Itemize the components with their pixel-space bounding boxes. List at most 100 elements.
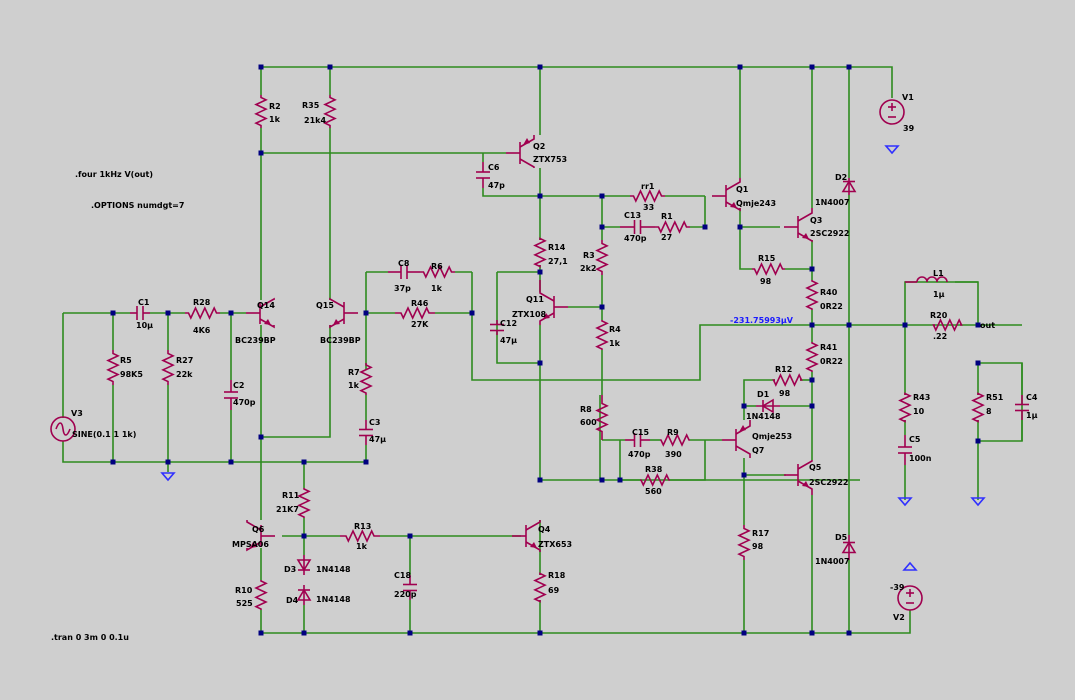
capacitor-c5[interactable] <box>898 435 912 465</box>
resistor-r38[interactable] <box>640 473 670 487</box>
resistor-r2[interactable] <box>254 95 268 128</box>
ref-rr1: rr1 <box>641 182 655 191</box>
inductor-l1[interactable] <box>905 276 948 283</box>
transistor-q14[interactable] <box>246 297 275 329</box>
ref-r2: R2 <box>269 102 281 111</box>
ref-c5: C5 <box>909 435 921 444</box>
resistor-r15[interactable] <box>752 262 785 276</box>
transistor-q2[interactable] <box>506 135 535 168</box>
value-r6: 1k <box>431 284 443 293</box>
voltage-source-v2[interactable] <box>897 585 923 611</box>
capacitor-c13[interactable] <box>620 220 655 234</box>
resistor-r14[interactable] <box>533 237 547 268</box>
ref-v3: V3 <box>71 409 83 418</box>
capacitor-c18[interactable] <box>403 575 417 600</box>
resistor-r35[interactable] <box>323 95 337 128</box>
transistor-q7[interactable] <box>722 420 751 458</box>
transistor-q6[interactable] <box>246 520 275 552</box>
transistor-q1[interactable] <box>712 178 741 212</box>
resistor-r41[interactable] <box>805 342 819 372</box>
value-v1: 39 <box>903 124 915 133</box>
value-r40: 0R22 <box>820 302 843 311</box>
junction <box>110 310 116 316</box>
junction <box>809 322 815 328</box>
resistor-r27[interactable] <box>161 350 175 385</box>
capacitor-c8[interactable] <box>388 265 420 279</box>
value-r1: 27 <box>661 233 672 242</box>
ref-r1: R1 <box>661 212 673 221</box>
ref-c1: C1 <box>138 298 150 307</box>
resistor-r5[interactable] <box>106 350 120 385</box>
value-q4: ZTX653 <box>538 540 572 549</box>
resistor-r12[interactable] <box>772 373 803 387</box>
transistor-q15[interactable] <box>329 297 358 329</box>
junction <box>301 459 307 465</box>
value-q6: MPSA06 <box>232 540 269 549</box>
resistor-r46[interactable] <box>395 306 435 320</box>
value-r7: 1k <box>348 381 360 390</box>
resistor-r6[interactable] <box>420 265 455 279</box>
resistor-r13[interactable] <box>340 529 380 543</box>
diode-d2[interactable] <box>841 178 857 195</box>
value-r18: 69 <box>548 586 560 595</box>
transistor-q11[interactable] <box>539 280 568 325</box>
junction <box>363 459 369 465</box>
resistor-r3[interactable] <box>595 240 609 275</box>
resistor-r43[interactable] <box>898 392 912 423</box>
transistor-q5[interactable] <box>784 460 813 495</box>
ref-r5: R5 <box>120 356 132 365</box>
diode-d3[interactable] <box>296 555 312 575</box>
capacitor-c12[interactable] <box>490 320 504 335</box>
resistor-r4[interactable] <box>595 320 609 350</box>
capacitor-c1[interactable] <box>130 306 150 320</box>
resistor-r18[interactable] <box>533 572 547 603</box>
diode-d5[interactable] <box>841 535 857 560</box>
ground-icon <box>884 145 900 155</box>
capacitor-c3[interactable] <box>359 420 373 445</box>
value-r10: 525 <box>236 599 253 608</box>
ref-r11: R11 <box>282 491 300 500</box>
resistor-r51[interactable] <box>971 392 985 423</box>
transistor-q3[interactable] <box>784 208 813 243</box>
value-c18: 220p <box>394 590 417 599</box>
resistor-r1[interactable] <box>655 220 690 234</box>
value-c4: 1µ <box>1026 411 1038 420</box>
value-d4: 1N4148 <box>316 595 351 604</box>
diode-d1[interactable] <box>756 398 780 414</box>
capacitor-c4[interactable] <box>1015 395 1029 420</box>
ref-r41: R41 <box>820 343 838 352</box>
resistor-r7[interactable] <box>359 363 373 395</box>
voltage-source-v3[interactable] <box>50 416 76 442</box>
wire <box>739 208 780 228</box>
value-l1: 1µ <box>933 290 945 299</box>
resistor-r17[interactable] <box>737 525 751 560</box>
value-q15: BC239BP <box>320 336 361 345</box>
value-c15: 470p <box>628 450 651 459</box>
resistor-r11[interactable] <box>297 488 311 518</box>
junction <box>809 266 815 272</box>
transistor-q4[interactable] <box>512 520 541 552</box>
junction <box>599 477 605 483</box>
resistor-r8[interactable] <box>595 395 609 440</box>
diode-d4[interactable] <box>296 585 312 605</box>
value-r2: 1k <box>269 115 281 124</box>
resistor-r40[interactable] <box>805 280 819 310</box>
capacitor-c6[interactable] <box>476 162 490 188</box>
voltage-source-v1[interactable] <box>879 99 905 125</box>
resistor-r9[interactable] <box>660 433 690 447</box>
junction <box>469 310 475 316</box>
ref-r15: R15 <box>758 254 776 263</box>
resistor-r28[interactable] <box>185 306 220 320</box>
ground-icon <box>970 497 986 507</box>
capacitor-c2[interactable] <box>224 380 238 410</box>
resistor-rr1[interactable] <box>630 189 665 203</box>
value-q5: 2SC2922 <box>809 478 848 487</box>
junction <box>702 224 708 230</box>
value-c13: 470p <box>624 234 647 243</box>
value-r12: 98 <box>779 389 791 398</box>
resistor-r20[interactable] <box>932 318 963 332</box>
junction <box>165 310 171 316</box>
resistor-r10[interactable] <box>254 580 268 610</box>
capacitor-c15[interactable] <box>625 433 650 447</box>
